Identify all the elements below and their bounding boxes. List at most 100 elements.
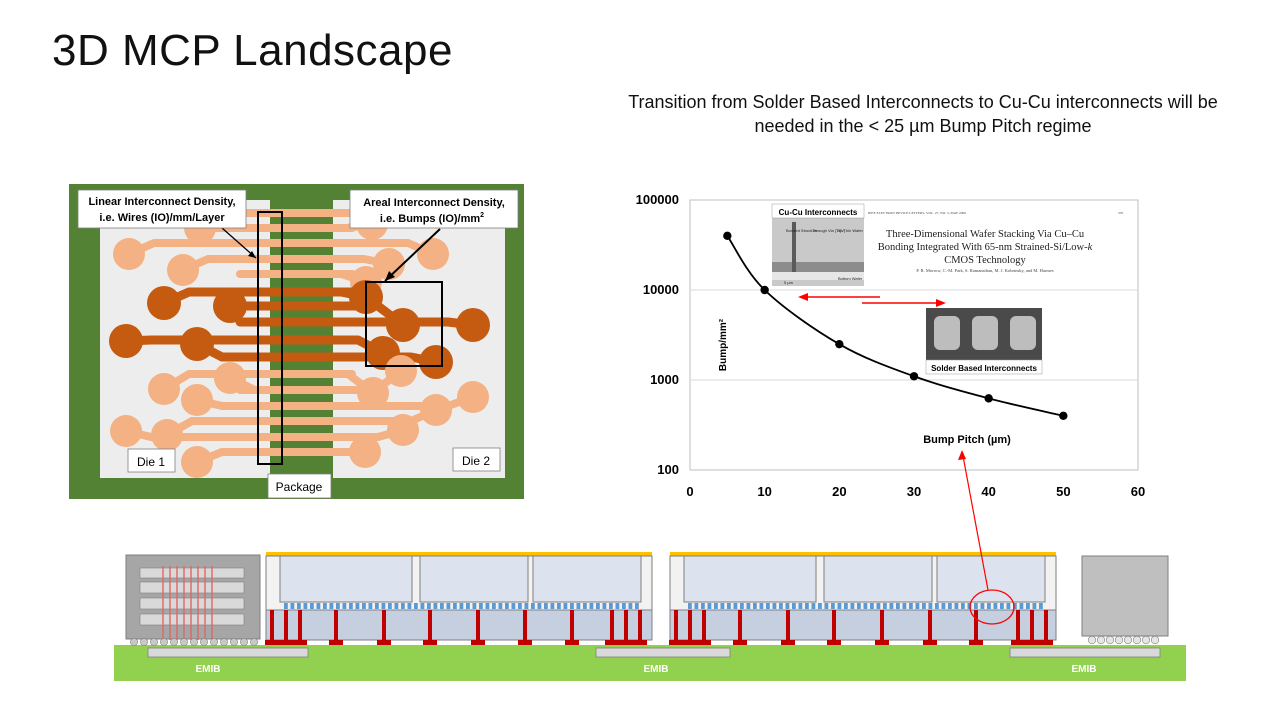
c4-bump <box>669 640 683 645</box>
data-point <box>909 372 919 381</box>
plot-area <box>689 199 1139 471</box>
hbm-layer <box>139 597 245 610</box>
connector-arrowhead <box>958 450 966 460</box>
arrowhead-left <box>798 293 808 301</box>
data-point <box>835 339 844 349</box>
x-tick-label: 50 <box>1056 484 1070 499</box>
microbump <box>948 603 952 609</box>
microbump <box>303 603 308 609</box>
microbump <box>759 603 764 609</box>
microbump <box>329 603 334 609</box>
through-via <box>674 610 678 642</box>
microbump <box>993 603 998 609</box>
y-tick-label: 1000 <box>650 372 679 387</box>
x-tick-label: 20 <box>832 484 846 499</box>
microbump <box>818 603 822 609</box>
linear-density-callout <box>77 189 247 229</box>
c4-bump <box>1011 640 1025 645</box>
microbump <box>492 603 496 609</box>
microbump <box>479 603 483 609</box>
photo-label-tsv: Through Via (TSV) <box>812 228 846 233</box>
microbump <box>954 603 959 609</box>
c4-bump <box>1039 640 1053 645</box>
microbump <box>355 603 360 609</box>
hbm-ball <box>200 638 208 646</box>
data-point <box>723 231 732 241</box>
microbump <box>596 603 600 609</box>
x-tick-label: 10 <box>757 484 771 499</box>
microbump <box>1013 603 1017 609</box>
right-die <box>1081 555 1169 645</box>
bump-pad-active <box>147 286 181 320</box>
c4-bump <box>683 640 697 645</box>
microbump <box>902 603 907 609</box>
microbump <box>746 603 751 609</box>
bump-pad <box>420 394 452 426</box>
paper-title-line2: Bonding Integrated With 65-nm Strained-S… <box>878 242 1093 253</box>
heat-spreader <box>670 552 1056 556</box>
die-1-label: Die 1 <box>137 455 165 469</box>
microbump-highlight <box>969 589 1015 625</box>
microbump <box>785 603 790 609</box>
microbump <box>987 603 991 609</box>
paper-title-line3: CMOS Technology <box>944 255 1026 266</box>
emib-label: EMIB <box>196 664 221 675</box>
microbump <box>290 603 295 609</box>
solder-bump <box>934 316 960 350</box>
microbump <box>889 603 894 609</box>
solder-photo-inset: Solder Based Interconnects <box>925 308 1043 375</box>
microbump <box>544 603 548 609</box>
microbump <box>1039 603 1043 609</box>
paper-title-line2-text: Bonding Integrated With 65-nm Strained-S… <box>878 242 1088 253</box>
microbumps <box>284 603 1043 609</box>
microbump <box>537 603 542 609</box>
microbump <box>420 603 425 609</box>
hbm-ball <box>190 638 198 646</box>
c4-bump <box>969 640 983 645</box>
microbump <box>707 603 712 609</box>
through-via <box>476 610 480 642</box>
bump-pad <box>387 414 419 446</box>
microbump <box>609 603 613 609</box>
microbump <box>850 603 855 609</box>
subtitle-line-1: Transition from Solder Based Interconnec… <box>628 92 1218 112</box>
bump-pad-active <box>213 289 247 323</box>
through-via <box>298 610 302 642</box>
bump-pad-active <box>419 345 453 379</box>
bump-pad <box>110 415 142 447</box>
hbm-ball <box>160 638 168 646</box>
bump-pad <box>181 446 213 478</box>
microbump <box>615 603 620 609</box>
microbump <box>440 603 444 609</box>
paper-title-line1: Three-Dimensional Wafer Stacking Via Cu–… <box>886 229 1085 240</box>
areal-label-pointer <box>384 228 441 282</box>
pointer-arrowhead <box>385 271 395 281</box>
microbump <box>381 603 386 609</box>
microbump <box>714 603 718 609</box>
c4-bump <box>518 640 532 645</box>
x-tick-label: 30 <box>907 484 921 499</box>
right-die-ball <box>1105 635 1115 645</box>
through-via <box>1044 610 1048 642</box>
microbump <box>368 603 373 609</box>
microbump <box>550 603 555 609</box>
microbump <box>394 603 399 609</box>
microbump <box>720 603 725 609</box>
y-tick-label: 10000 <box>643 282 679 297</box>
solder-bump <box>1010 316 1036 350</box>
c4-bump <box>923 640 937 645</box>
microbump <box>837 603 842 609</box>
microbump <box>844 603 848 609</box>
top-die <box>419 555 529 603</box>
heat-spreader <box>266 552 652 556</box>
hbm-layer <box>139 567 245 579</box>
microbump <box>635 603 639 609</box>
through-via <box>428 610 432 642</box>
package-cross-section <box>114 450 1186 681</box>
microbump <box>701 603 705 609</box>
microbump <box>427 603 431 609</box>
emib-label: EMIB <box>1072 664 1097 675</box>
hbm-ball <box>130 638 138 646</box>
paper-authors: P. R. Morrow, C.-M. Park, S. Ramanathan,… <box>916 268 1053 274</box>
